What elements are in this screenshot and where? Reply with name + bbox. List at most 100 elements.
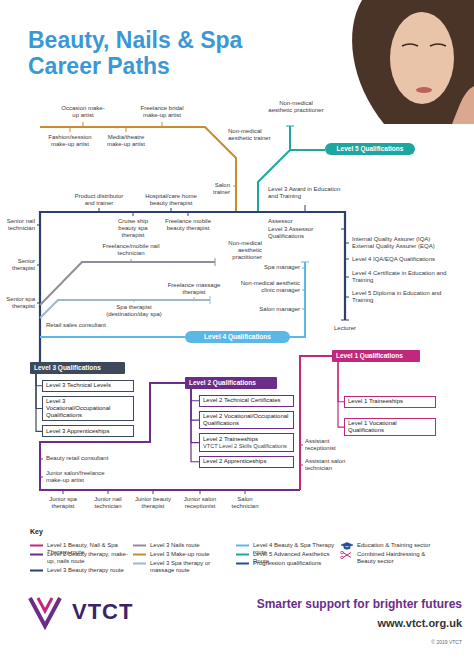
role-label: Cruise ship beauty spa therapist [113, 218, 153, 239]
level-box: Level 2 Qualifications [185, 377, 277, 389]
role-label: Retail sales consultant [46, 322, 120, 329]
role-label: Freelance massage therapist [165, 282, 223, 296]
spa-route-line [40, 300, 210, 318]
box-text: Level 1 Qualifications [336, 352, 416, 360]
role-label: Media/theatre make-up artist [104, 134, 148, 148]
role-label: Senior therapist [2, 258, 35, 272]
role-label: Senior nail technician [2, 218, 35, 232]
eye-illustration [402, 44, 446, 46]
role-label: Non-medical aesthetic practitioner [268, 100, 324, 114]
role-label: Senior spa therapist [2, 296, 35, 310]
box-text: Level 4 Qualifications [191, 333, 284, 341]
legend-sample [133, 551, 147, 559]
beauty-therapy-route-line [40, 212, 345, 362]
legend-line [236, 563, 249, 565]
face-illustration [390, 12, 454, 104]
legend-text: Level 2 Beauty therapy, make-up, nails r… [47, 551, 133, 565]
legend-line [133, 554, 146, 556]
station-ticks [131, 258, 215, 266]
connector [191, 389, 199, 420]
key-label: Key [30, 528, 70, 536]
box-text: Level 2 Qualifications [189, 379, 273, 387]
box-text: Level 2 Vocational/Occupational Qualific… [203, 413, 290, 427]
box-text: Level 1 Vocational Qualifications [348, 420, 432, 434]
logo-chevron [38, 598, 52, 611]
station-ticks [37, 205, 349, 320]
role-label: Junior salon/freelance make-up artist [46, 470, 116, 484]
legend-text: Level 3 Spa therapy or massage route [150, 560, 236, 574]
legend-sample [340, 542, 354, 550]
logo-chevron [30, 598, 60, 626]
role-label: Assessor [268, 218, 338, 225]
role-label: Internal Quality Assurer (IQA) External … [352, 236, 452, 250]
role-label: Occasion make-up artist [60, 105, 106, 119]
legend-sample [30, 567, 44, 575]
legend-line [30, 545, 43, 547]
url-label: www.vtct.org.uk [170, 617, 462, 630]
role-label: Level 4 Certificate in Education and Tra… [352, 270, 452, 284]
lips-illustration [416, 87, 432, 93]
role-label: Junior spa therapist [44, 496, 82, 510]
station-ticks [301, 262, 309, 309]
role-label: Assistant receptionist [305, 438, 347, 452]
legend-text: Level 3 Beauty therapy route [47, 567, 133, 574]
legend-sample [30, 542, 44, 550]
legend-sample [236, 542, 250, 550]
qualification-box: Level 3 Technical Levels [42, 380, 134, 392]
level4-route-line [40, 262, 305, 337]
scissors-icon [341, 551, 344, 554]
legend-sample [133, 560, 147, 568]
logo-label: VTCT [72, 600, 152, 624]
role-label: Spa manager [262, 264, 300, 271]
legend-line [30, 570, 43, 572]
role-label: Level 3 Award in Education and Training [268, 186, 344, 200]
qualification-box: Level 3 Apprenticeships [42, 425, 134, 437]
education-icon [341, 543, 353, 550]
role-label: Non-medical aesthetic practitioner [222, 240, 262, 261]
scissors-icon [343, 553, 351, 558]
legend-text: Education & Training sector [357, 542, 443, 549]
role-label: Product distributor and trainer [70, 193, 128, 207]
role-label: Non-medical aesthetic clinic manager [240, 280, 300, 294]
diagram-title: Beauty, Nails & Spa Career Paths [28, 28, 268, 80]
level-box: Level 3 Qualifications [30, 362, 125, 374]
station-ticks [286, 126, 294, 127]
role-label: Freelance mobile beauty therapist [160, 218, 216, 232]
legend-line [30, 554, 43, 556]
connector-line [191, 389, 199, 401]
role-label: Freelance/mobile nail technician [95, 243, 167, 257]
level-box: Level 1 Qualifications [332, 350, 420, 362]
connector [191, 389, 199, 462]
box-subtext: VTCT Level 2 Skills Qualifications [203, 443, 290, 449]
box-text: Level 2 Technical Certificates [203, 397, 290, 404]
station-ticks [134, 296, 210, 304]
qualification-box: Level 1 Traineeships [344, 396, 436, 408]
legend-sample [340, 551, 354, 559]
legend-line [236, 554, 249, 556]
footer-rule [28, 585, 462, 587]
legend-line [133, 545, 146, 547]
box-text: Level 1 Traineeships [348, 398, 432, 405]
level-box: Level 5 Qualifications [325, 143, 415, 155]
role-label: Salon technician [226, 496, 264, 510]
legend-text: Level 3 Nails route [150, 542, 236, 549]
station-ticks [300, 445, 303, 465]
role-label: Level 4 IQA/EQA Qualifications [352, 256, 470, 263]
box-text: Level 3 Technical Levels [46, 382, 130, 389]
legend-sample [30, 551, 44, 559]
qualification-box: Level 2 Apprenticeships [199, 456, 294, 468]
station-ticks [70, 122, 236, 186]
connector-line [191, 389, 199, 443]
scissors-icon [341, 556, 344, 559]
box-text: Level 2 Traineeships [203, 436, 290, 443]
level-box: Level 4 Qualifications [185, 331, 290, 343]
legend-text: Combined Hairdressing & Beauty sector [357, 551, 443, 565]
role-label: Freelance bridal make-up artist [140, 105, 184, 119]
legend-sample [236, 560, 250, 568]
role-label: Junior nail technician [88, 496, 128, 510]
box-text: Level 3 Qualifications [34, 364, 121, 372]
connector [191, 389, 199, 401]
qualification-box: Level 3 Vocational/Occupational Qualific… [42, 396, 134, 422]
hair-illustration [352, 0, 474, 124]
